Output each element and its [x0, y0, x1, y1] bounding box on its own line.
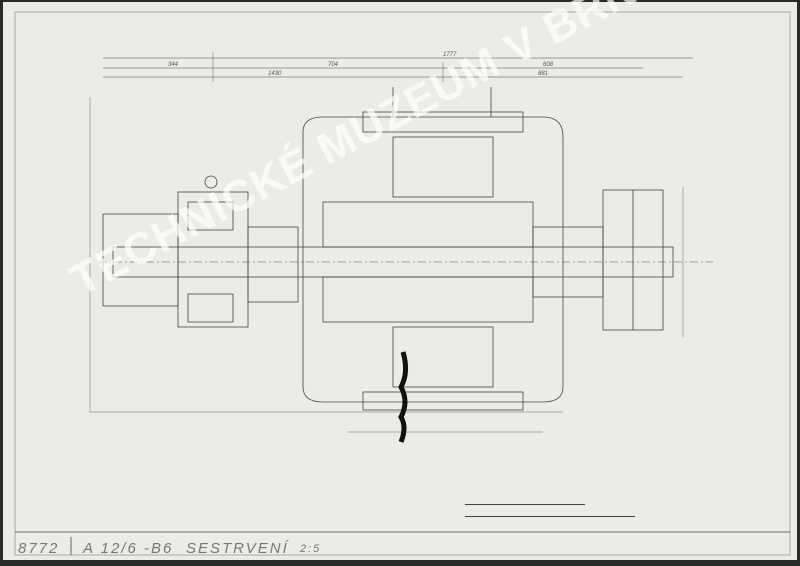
dim-segment: 704 [328, 62, 339, 68]
dim-segment: 1430 [268, 71, 282, 77]
dim-overall: 1777 [443, 52, 457, 58]
handwritten-note [465, 510, 635, 517]
ink-stain [398, 351, 409, 443]
part-code: A 12/6 -B6 [83, 540, 174, 557]
drawing-number: 8772 [18, 540, 60, 557]
handwritten-note [465, 498, 585, 505]
motor-assembly-drawing: 1777 344 704 608 1430 881 [14, 11, 791, 556]
drawing-scale: 2:5 [300, 543, 322, 555]
drawing-title: SESTRVENÍ [186, 540, 289, 557]
drawing-sheet: 1777 344 704 608 1430 881 8772 A 12/6 -B… [3, 0, 797, 560]
drawing-border [14, 11, 791, 556]
dim-segment: 344 [168, 62, 179, 68]
dim-segment: 608 [543, 62, 554, 68]
dim-segment: 881 [538, 71, 548, 77]
